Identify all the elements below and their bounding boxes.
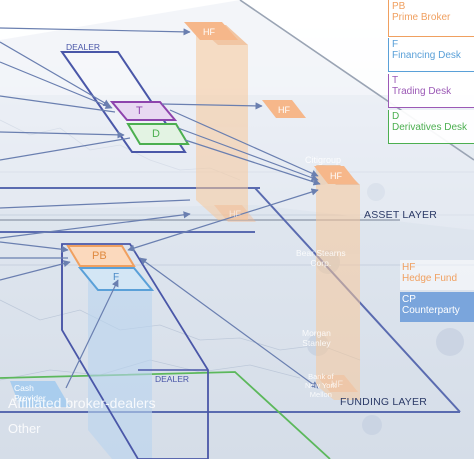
asset-layer-label: ASSET LAYER xyxy=(364,209,438,221)
legend-prime-broker: PB Prime Broker xyxy=(388,0,474,37)
legend-t-label: Trading Desk xyxy=(392,86,452,97)
hf-label-mid-1: HF xyxy=(278,105,290,115)
bg-affiliated-broker-dealers: Affiliated broker-dealers xyxy=(8,395,156,411)
dealer-bottom-label: DEALER xyxy=(155,374,190,384)
derivatives-desk-box[interactable] xyxy=(126,123,190,145)
bg-citigroup: Citigroup xyxy=(305,155,342,165)
bg-morgan-stanley: Morgan Stanley xyxy=(302,328,331,348)
legend-cp-label: Counterparty xyxy=(402,305,460,316)
hf-tag-mid-1[interactable] xyxy=(262,100,306,118)
legend-derivatives-desk: D Derivatives Desk xyxy=(388,110,474,144)
legend-trading-desk: T Trading Desk xyxy=(388,74,474,108)
trading-desk-box[interactable] xyxy=(109,101,178,121)
bg-other: Other xyxy=(8,421,41,436)
dealer-top-label: DEALER xyxy=(66,42,101,52)
bg-bear-stearns: Bear Stearns Corp. xyxy=(296,248,346,268)
hf-label-top: HF xyxy=(203,27,215,37)
prime-broker-label: PB xyxy=(92,250,107,262)
legend-pb-code: PB xyxy=(392,1,406,12)
hf-label-ghost-2: HF xyxy=(331,379,343,389)
legend-financing-desk: F Financing Desk xyxy=(388,38,474,72)
legend-d-code: D xyxy=(392,111,400,122)
hf-tag-top[interactable] xyxy=(184,22,238,40)
prime-broker-box[interactable] xyxy=(66,245,136,267)
hf-tag-mid-2[interactable] xyxy=(314,166,358,184)
legend-f-code: F xyxy=(392,39,399,50)
legend-counterparty: CP Counterparty xyxy=(400,292,474,322)
funding-layer-label: FUNDING LAYER xyxy=(340,396,427,408)
hf-column-2 xyxy=(316,165,360,400)
trading-desk-label: T xyxy=(136,105,143,117)
hf-label-mid-2: HF xyxy=(330,171,342,181)
hf-column-1 xyxy=(196,25,248,220)
legend-t-code: T xyxy=(392,75,399,86)
funding-arrows xyxy=(0,188,319,389)
legend-pb-label: Prime Broker xyxy=(392,12,451,23)
derivatives-desk-label: D xyxy=(152,128,160,140)
legend-hf-label: Hedge Fund xyxy=(402,273,458,284)
legend-hf-code: HF xyxy=(402,262,416,273)
financing-desk-label: F xyxy=(113,272,120,283)
hf-tag-ghost-2 xyxy=(316,375,358,392)
legend-hedge-fund: HF Hedge Fund xyxy=(400,260,474,290)
legend-f-label: Financing Desk xyxy=(392,50,461,61)
cash-provider-tag[interactable] xyxy=(10,381,70,407)
bg-bny: Bank of New York Mellon xyxy=(305,372,337,399)
cash-provider-label: Cash Provider xyxy=(14,383,46,403)
legend-cp-code: CP xyxy=(402,294,416,305)
hf-label-ghost-1: HF xyxy=(229,209,241,219)
legend-d-label: Derivatives Desk xyxy=(392,122,468,133)
